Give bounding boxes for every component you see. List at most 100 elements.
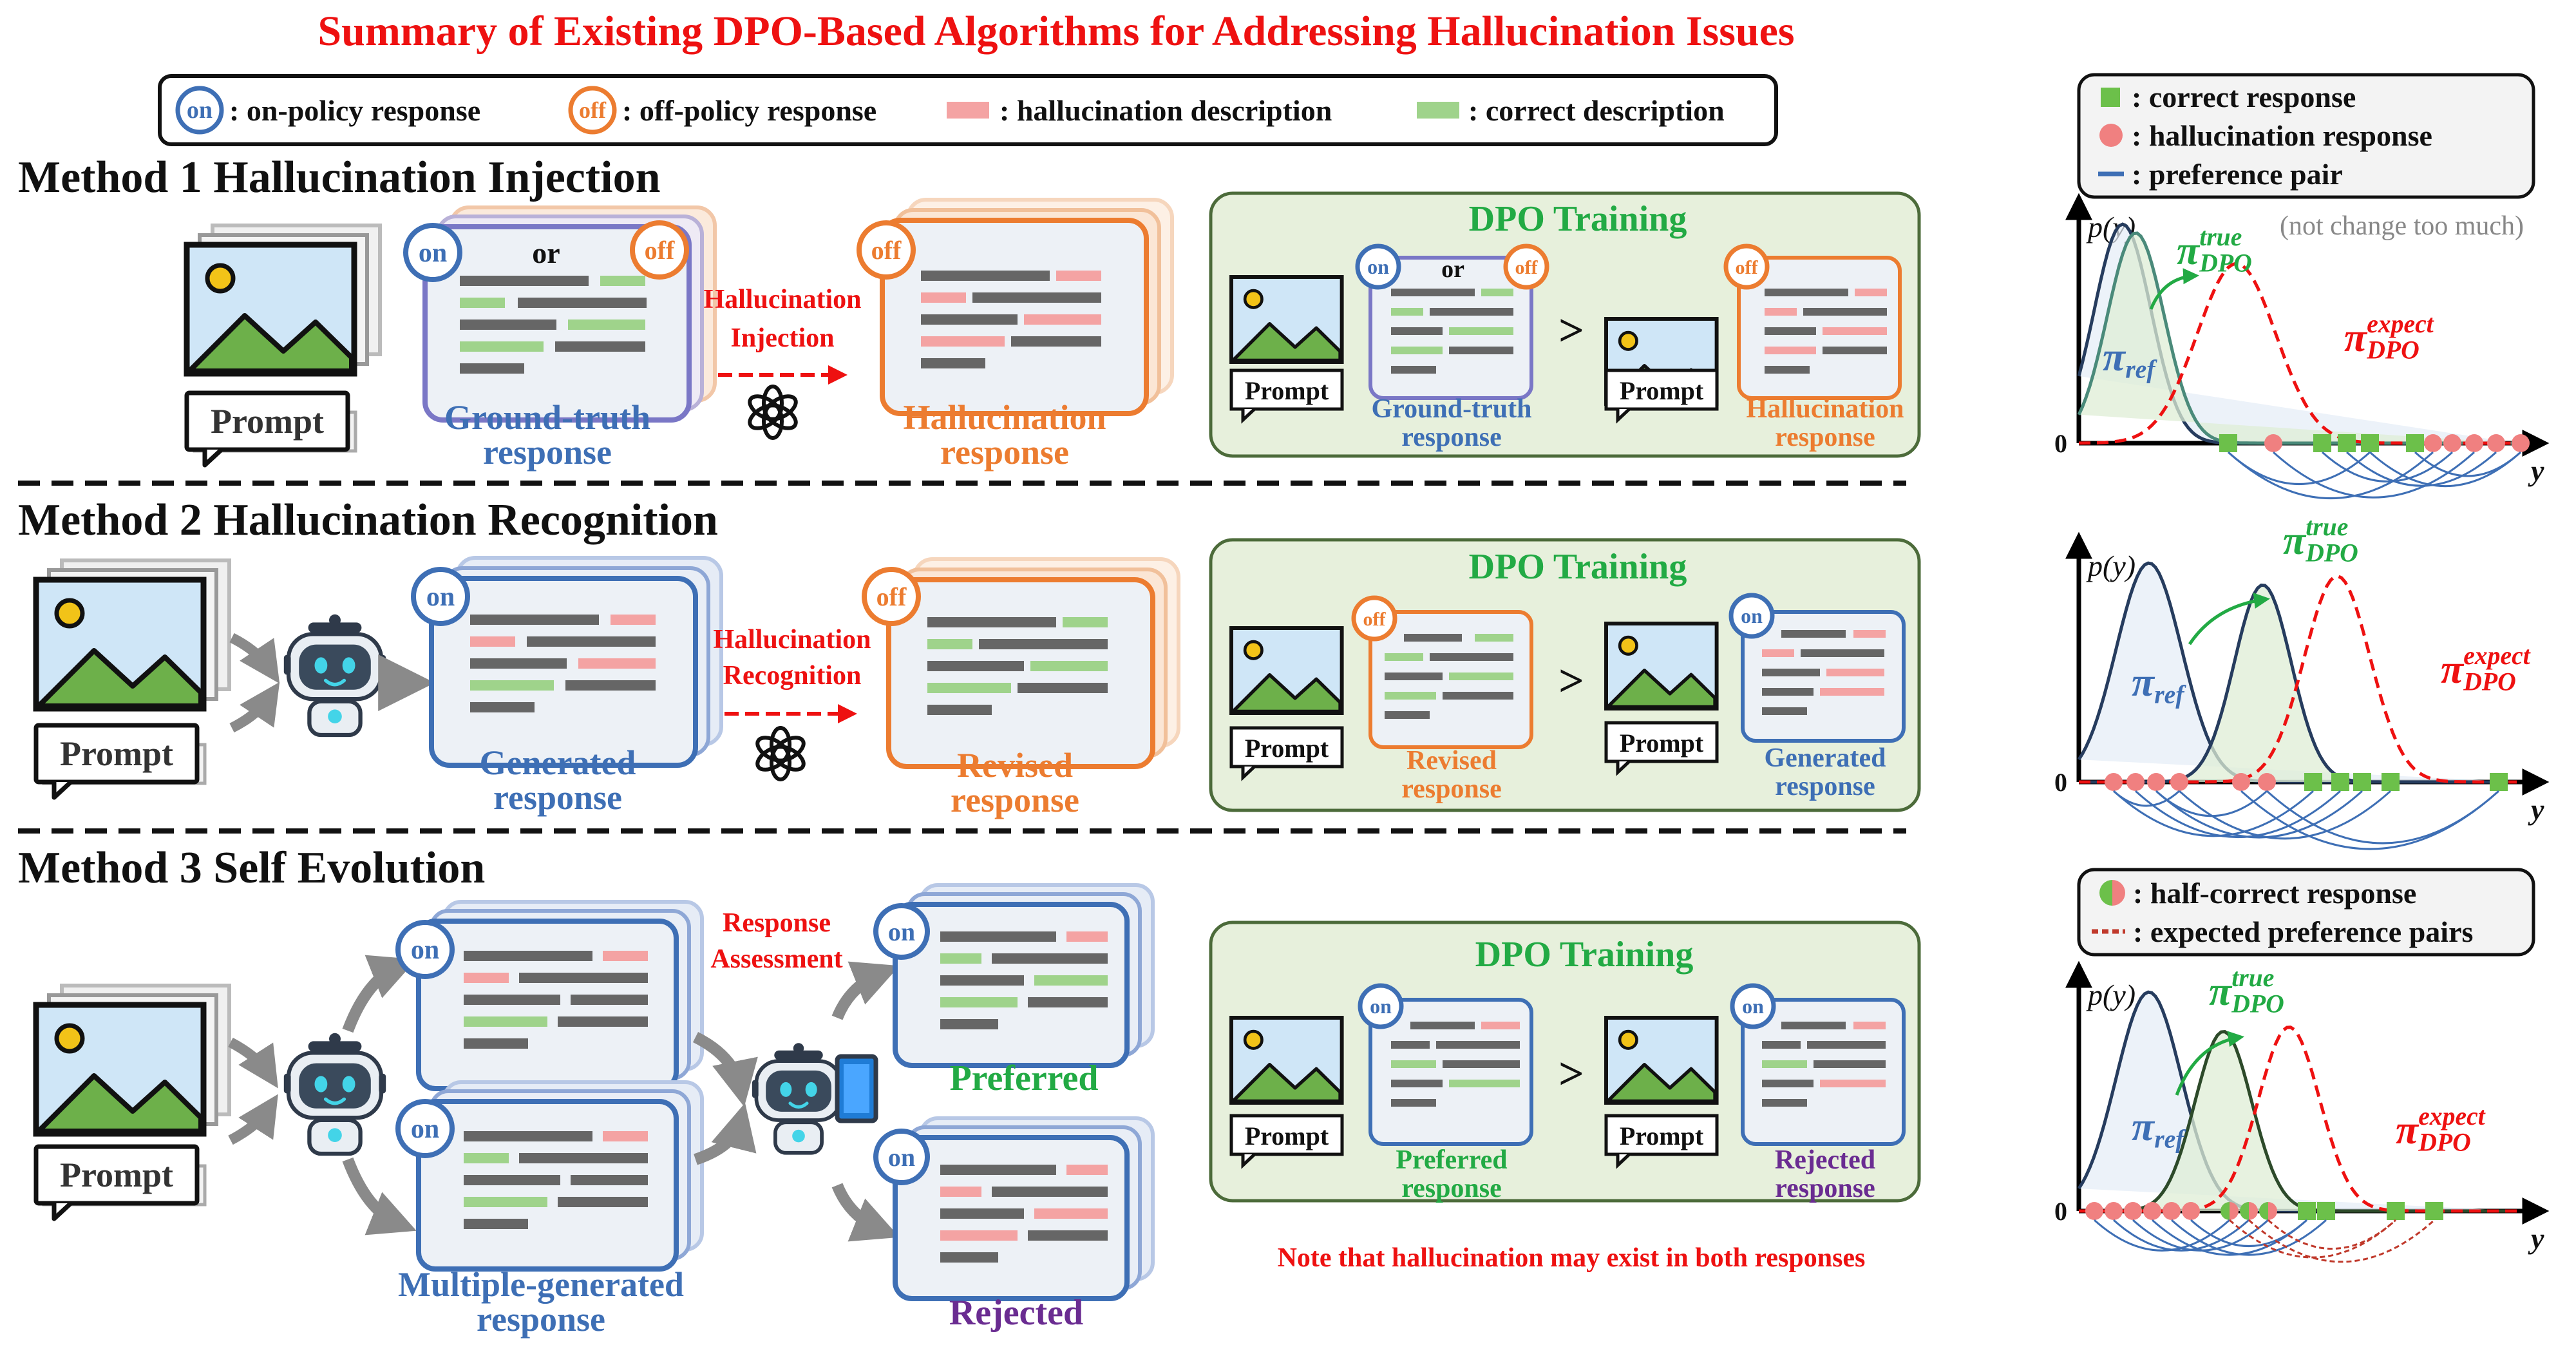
method3-bottom-on: on [411, 1114, 439, 1144]
preference-pair-arc [2266, 790, 2500, 844]
on-badge-icon [175, 86, 224, 135]
hallucination-response-marker [2170, 773, 2188, 791]
correct-response-marker [2361, 434, 2379, 452]
method2-dpo-on: on [1741, 604, 1763, 627]
preference-pair-arc [2134, 790, 2342, 839]
pi-true-sub: DPO [2305, 539, 2358, 568]
preference-pair-arc [2321, 451, 2454, 482]
pi-true-sup: true [2199, 223, 2242, 251]
preference-pair-arc [2190, 1219, 2308, 1247]
pi-expect-sup: expect [2463, 642, 2531, 670]
method1-section: Method 1 Hallucination Injection Prompt … [18, 153, 1921, 472]
preference-pair-arc [2112, 1219, 2250, 1252]
half-correct-marker [2268, 1202, 2277, 1220]
half-correct-marker [2249, 1202, 2258, 1220]
method1-dpo-prompt-right: Prompt [1620, 376, 1704, 405]
shift-arrow [2149, 268, 2199, 310]
method1-ground-truth-card: on off or [403, 205, 717, 423]
method1-hallucination-card: off [857, 198, 1174, 416]
correct-response-marker [2387, 1202, 2405, 1220]
method3-note: Note that hallucination may exist in bot… [1278, 1243, 1866, 1273]
hallucination-response-marker [2105, 773, 2123, 791]
method3-assess-arrow-out-top [831, 961, 900, 1020]
pi-expect-sub: DPO [2418, 1129, 2471, 1157]
method1-gt-caption-2: response [483, 433, 612, 472]
ref-distribution-fill [2079, 992, 2517, 1211]
half-correct-marker [2221, 1202, 2230, 1220]
correct-response-marker [2353, 773, 2371, 791]
origin-label: 0 [2054, 768, 2067, 797]
hallucination-response-marker [2424, 434, 2442, 452]
on-badge-icon [395, 920, 455, 979]
on-badge-icon [411, 567, 470, 626]
legend-off-label: : off-policy response [622, 94, 876, 127]
preference-pair-arc [2112, 790, 2315, 837]
method3-dpo-on-right: on [1742, 995, 1764, 1018]
method2-dpo-off: off [1363, 609, 1387, 630]
correct-response-marker [2406, 434, 2424, 452]
correct-response-marker [2331, 773, 2349, 791]
method2-dpo-title: DPO Training [1469, 547, 1687, 587]
hallucination-response-marker [2147, 773, 2165, 791]
method3-multi-card-top: on [395, 900, 704, 1091]
page-title: Summary of Existing DPO-Based Algorithms… [317, 8, 1794, 55]
legend-hall-label: : hallucination description [999, 94, 1332, 127]
hallucination-response-marker [2105, 1202, 2123, 1220]
method1-title: Method 1 Hallucination Injection [18, 153, 661, 202]
method3-preference-symbol: > [1558, 1049, 1584, 1099]
hallucination-response-marker [2232, 773, 2250, 791]
pi-true-sub: DPO [2199, 249, 2252, 278]
method2-arrow-label-2: Recognition [723, 661, 862, 691]
pi-expect-sup: expect [2367, 310, 2434, 338]
preference-pair-arc [2178, 790, 2392, 840]
correct-swatch [1417, 102, 1459, 119]
y-axis-label: p(y) [2086, 978, 2136, 1011]
pi-true-sup: true [2306, 513, 2348, 541]
method1-gt-off: off [645, 236, 675, 265]
hallucination-swatch [947, 102, 989, 119]
pi-true-label: π [2209, 968, 2233, 1014]
hallucination-response-marker [2163, 1202, 2181, 1220]
method3-title: Method 3 Self Evolution [18, 843, 485, 893]
pi-expect-label: π [2344, 314, 2368, 360]
pi-true-sub: DPO [2231, 990, 2284, 1018]
side-legend-responses: : correct response : hallucination respo… [2077, 73, 2535, 199]
pi-expect-label: π [2441, 646, 2465, 692]
method3-upper-arrow [342, 955, 417, 1033]
method2-prompt-arrow [229, 682, 280, 733]
method3-multi-caption-2: response [477, 1300, 605, 1339]
method2-revised-card: off [862, 557, 1180, 769]
preference-pair-arc [2227, 451, 2434, 500]
preference-pair-arc [2170, 1219, 2327, 1256]
pi-true-label: π [2283, 517, 2307, 563]
method3-assess-label-1: Response [723, 908, 831, 938]
expected-pair-arc [2267, 1219, 2397, 1250]
method2-dpo-rev-1: Revised [1406, 746, 1497, 776]
method2-gen-on: on [426, 582, 455, 612]
method1-hall-off: off [871, 236, 902, 265]
off-badge-icon [862, 567, 921, 626]
method3-assess-label-2: Assessment [710, 944, 842, 974]
method2-rev-caption-2: response [951, 781, 1079, 819]
method3-dpo-image-right [1606, 1018, 1717, 1103]
method2-rev-off: off [876, 582, 907, 611]
method2-gen-caption-1: Generated [480, 743, 636, 782]
legend-correct-label: : correct description [1468, 94, 1725, 127]
pi-expect-sub: DPO [2366, 336, 2420, 365]
method1-dpo-hall-1: Hallucination [1746, 394, 1904, 424]
legend-on-label: : on-policy response [229, 94, 480, 127]
correct-response-marker [2313, 434, 2331, 452]
method2-dpo-rev-2: response [1401, 774, 1502, 804]
method3-dpo-on-left: on [1370, 995, 1392, 1018]
method3-lower-arrow [342, 1157, 417, 1235]
off-badge-icon [630, 220, 689, 280]
method1-prompt-image [187, 225, 380, 374]
method1-gt-lines [460, 276, 647, 374]
pi-ref-label: π [2132, 659, 2155, 705]
method3-dpo-panel: DPO Training Prompt on Preferred respons… [1209, 921, 1921, 1203]
origin-label: 0 [2054, 429, 2067, 458]
method3-preferred-caption: Preferred [949, 1058, 1098, 1098]
method1-arrow-label-2: Injection [731, 323, 835, 353]
